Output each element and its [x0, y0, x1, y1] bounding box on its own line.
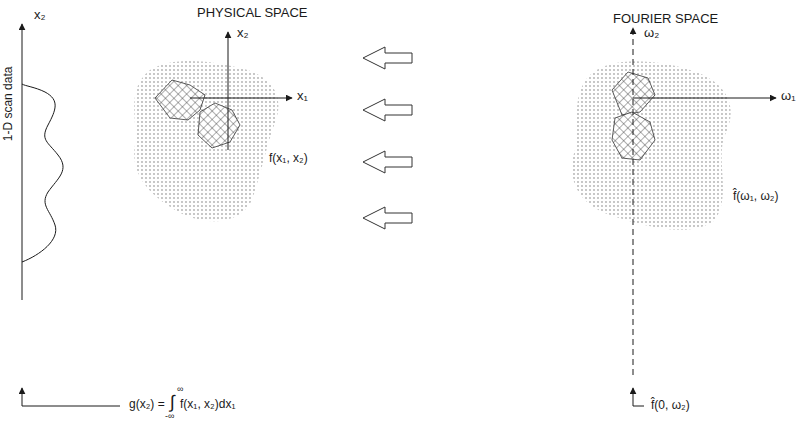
- dense-region: [155, 80, 205, 120]
- beam-arrow: [363, 47, 412, 69]
- axis-label: x₂: [236, 26, 250, 41]
- scan-profile: [22, 84, 63, 262]
- beam-arrow: [363, 151, 412, 173]
- x2-axis: [228, 32, 229, 150]
- beam-arrow: [363, 99, 412, 121]
- bracket-line: [22, 406, 120, 407]
- axis-label: x₂: [33, 8, 47, 23]
- bracket-arrow: [633, 388, 634, 406]
- bracket-line: [633, 406, 644, 407]
- scan-axis: [22, 24, 23, 300]
- object-region: [134, 61, 278, 221]
- axis-label: x₁: [296, 89, 309, 104]
- function-label: f̂(ω₁, ω₂): [732, 190, 779, 204]
- bracket-arrow: [22, 388, 23, 406]
- axis-label: ω₂: [643, 26, 660, 41]
- integral-limit: -∞: [164, 411, 175, 421]
- function-label: f(x₁, x₂): [268, 152, 309, 166]
- formula-part: g(x₂) =: [128, 398, 166, 412]
- x1-axis: [190, 98, 292, 99]
- function-label: f̂(0, ω₂): [650, 399, 691, 413]
- beam-arrow: [363, 207, 412, 229]
- omega2-axis: [633, 28, 634, 375]
- panel-heading: PHYSICAL SPACE: [196, 6, 309, 21]
- axis-label: ω₁: [780, 89, 797, 104]
- integral-sign: ∫: [169, 392, 176, 413]
- spectrum-region: [572, 61, 731, 230]
- formula-part: f(x₁, x₂)dx₁: [179, 398, 236, 412]
- dense-region: [198, 103, 240, 148]
- omega1-axis: [633, 98, 776, 99]
- panel-heading: FOURIER SPACE: [612, 12, 719, 27]
- axis-title: 1-D scan data: [2, 66, 16, 143]
- integral-limit: ∞: [176, 384, 184, 394]
